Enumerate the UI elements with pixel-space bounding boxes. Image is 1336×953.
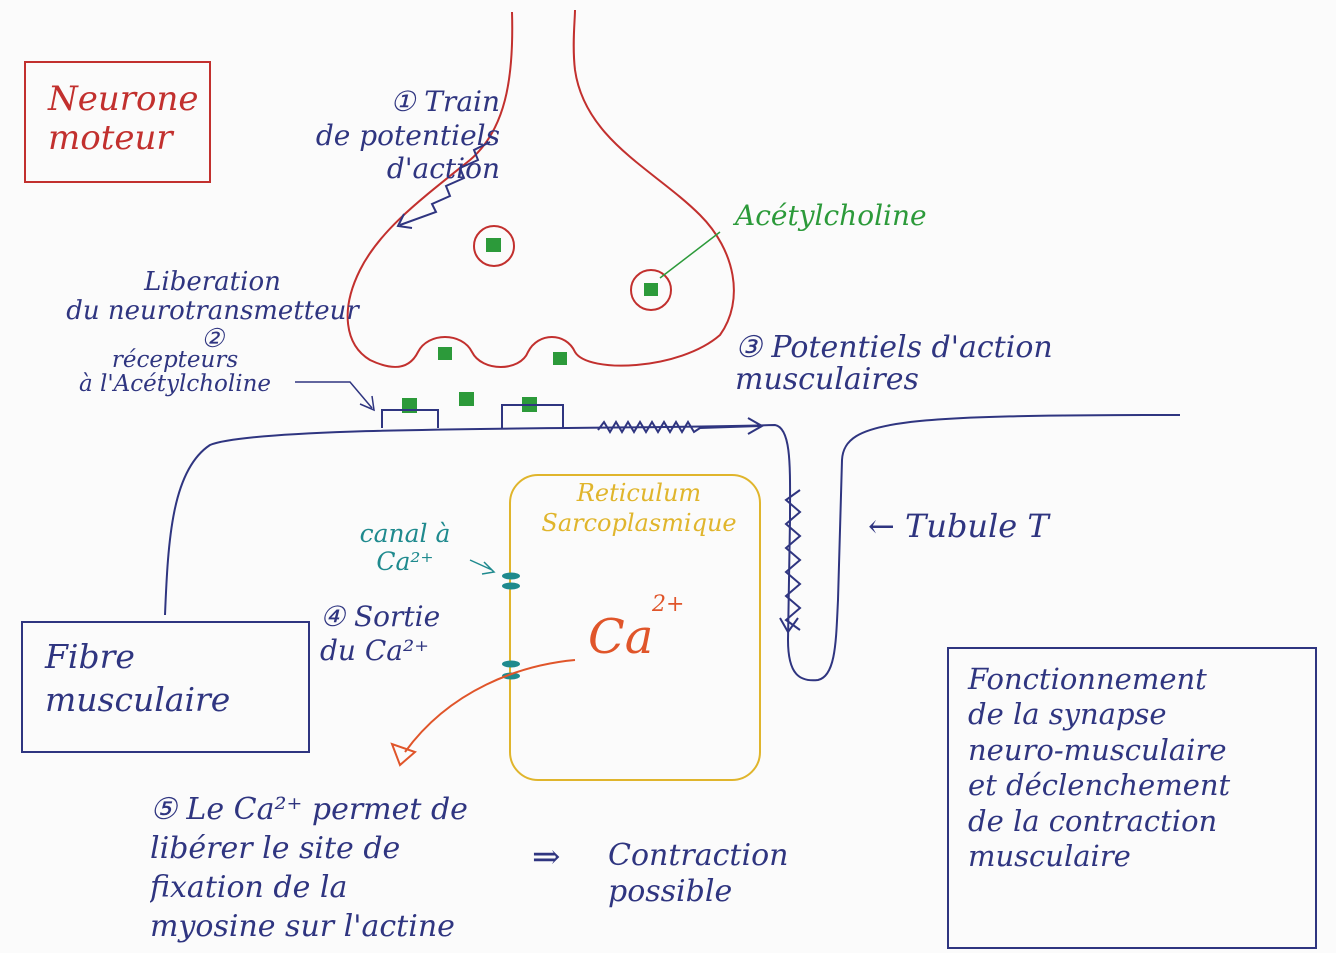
receptor-pointer — [295, 381, 375, 412]
step1-label: ① Train de potentiels d'action — [315, 85, 500, 186]
calcium-channel — [502, 572, 520, 590]
title-box — [947, 647, 1317, 949]
tubule-t-label: ← Tubule T — [868, 507, 1049, 545]
calcium-ion-label: Ca — [588, 609, 654, 665]
neurone-moteur-box — [24, 61, 211, 183]
calcium-channel — [502, 660, 520, 680]
vesicle — [473, 225, 515, 267]
neurone-moteur-label: Neurone moteur — [48, 79, 199, 159]
calcium-ion-charge: 2+ — [652, 592, 685, 617]
reticulum-label: Reticulum Sarcoplasmique — [541, 479, 737, 537]
acetylcholine-molecule — [438, 347, 452, 360]
neuron-action-potential-arrow — [396, 141, 491, 229]
recepteurs-label: récepteurs à l'Acétylcholine — [78, 347, 272, 398]
step2-label: Liberation du neurotransmetteur ② — [66, 267, 359, 355]
contraction-label: Contraction possible — [608, 838, 789, 909]
step5-label: ⑤ Le Ca²⁺ permet de libérer le site de f… — [150, 792, 468, 944]
calcium-channel-pointer — [469, 559, 496, 575]
step3-label: ③ Potentiels d'action musculaires — [735, 330, 1053, 397]
implies-arrow: ⇒ — [532, 837, 561, 877]
fibre-musculaire-label: Fibre musculaire — [45, 637, 231, 719]
canal-label: canal à Ca²⁺ — [359, 519, 451, 576]
acetylcholine-receptor — [501, 404, 564, 428]
diagram-title: Fonctionnement de la synapse neuro-muscu… — [968, 662, 1231, 873]
neuron-terminal-outline — [346, 9, 735, 368]
sarcoplasmic-reticulum — [509, 474, 761, 781]
fibre-musculaire-box — [21, 621, 310, 753]
acetylcholine-molecule — [459, 392, 474, 406]
muscle-membrane — [164, 414, 1181, 682]
step4-label: ④ Sortie du Ca²⁺ — [320, 600, 441, 667]
vesicle — [630, 269, 672, 311]
acetylcholine-receptor — [381, 409, 439, 428]
acetylcholine-label: Acétylcholine — [735, 199, 927, 232]
acetylcholine-molecule — [553, 352, 567, 365]
t-tubule-action-potential — [779, 489, 802, 634]
calcium-release-arrow — [390, 659, 576, 767]
acetylcholine-pointer — [659, 231, 721, 279]
muscle-action-potential-arrow — [597, 417, 765, 435]
